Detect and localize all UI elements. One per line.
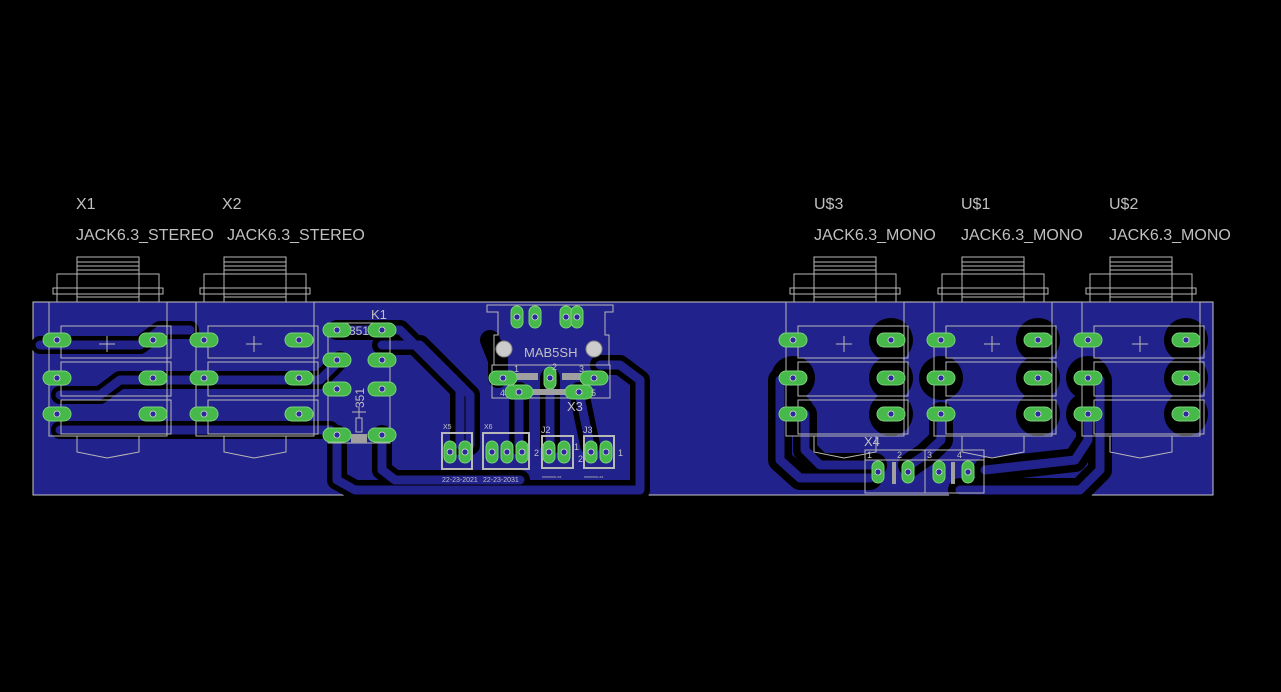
jack-x1[interactable]: X1 JACK6.3_STEREO [42, 196, 214, 459]
jack-x2[interactable]: X2 JACK6.3_STEREO [189, 196, 365, 459]
x4-pin-label: 2 [897, 450, 902, 460]
part-name-x4: X4 [864, 434, 880, 449]
part-name-u1: U$1 [961, 196, 990, 213]
relay-k1[interactable]: K1 351 351 [322, 307, 397, 444]
part-value-x3: MAB5SH [524, 345, 577, 360]
part-name-x1: X1 [76, 196, 96, 213]
j2-pin-label: 1 [574, 442, 579, 452]
jack-u2[interactable]: U$2 JACK6.3_MONO [1073, 196, 1231, 459]
part-name-x3: X3 [567, 399, 583, 414]
x4-pin-label: 1 [867, 450, 872, 460]
part-value-u1: JACK6.3_MONO [961, 227, 1083, 244]
part-name-j2: J2 [541, 425, 551, 435]
connector-x4[interactable]: X4 1 2 3 4 [864, 434, 985, 494]
part-value-k1-rotated: 351 [353, 388, 367, 408]
x3-pin-label: 3 [579, 364, 584, 374]
part-name-k1: K1 [371, 307, 387, 322]
x4-pin-label: 3 [927, 450, 932, 460]
part-name-j3: J3 [583, 425, 593, 435]
x3-pin-label: 5 [591, 388, 596, 398]
part-value-x6: 22-23-2031 [483, 477, 519, 484]
part-value-x5: 22-23-2021 [442, 477, 478, 484]
part-name-x5: X5 [443, 424, 452, 431]
part-value-j3: xxxxxxx-xx [584, 474, 603, 479]
part-name-x6: X6 [484, 424, 493, 431]
j3-pin-label: 1 [618, 448, 623, 458]
part-value-k1: 351 [349, 324, 369, 338]
x3-pin-label: 1 [514, 364, 519, 374]
part-value-j2: xxxxxxx-xx [542, 474, 561, 479]
part-name-u2: U$2 [1109, 196, 1138, 213]
x4-pin-label: 4 [957, 450, 962, 460]
connector-x6[interactable]: X6 22-23-2031 [482, 424, 530, 484]
part-value-x1: JACK6.3_STEREO [76, 227, 214, 244]
connector-j2[interactable]: J2 2 1 xxxxxxx-xx [534, 425, 579, 479]
jack-u1[interactable]: U$1 JACK6.3_MONO [926, 196, 1083, 459]
part-name-u3: U$3 [814, 196, 843, 213]
x3-pin-label: 2 [552, 362, 557, 372]
j2-pin-label: 2 [534, 448, 539, 458]
jack-u3[interactable]: U$3 JACK6.3_MONO [778, 196, 936, 459]
connector-j3[interactable]: J3 2 1 xxxxxxx-xx [578, 425, 623, 479]
part-value-u2: JACK6.3_MONO [1109, 227, 1231, 244]
j3-pin-label: 2 [578, 454, 583, 464]
connector-x3[interactable]: MAB5SH X3 1 2 3 4 5 [486, 304, 614, 414]
part-name-x2: X2 [222, 196, 242, 213]
part-value-u3: JACK6.3_MONO [814, 227, 936, 244]
x3-pin-label: 4 [500, 388, 505, 398]
part-value-x2: JACK6.3_STEREO [227, 227, 365, 244]
connector-x5[interactable]: X5 22-23-2021 [441, 424, 478, 484]
